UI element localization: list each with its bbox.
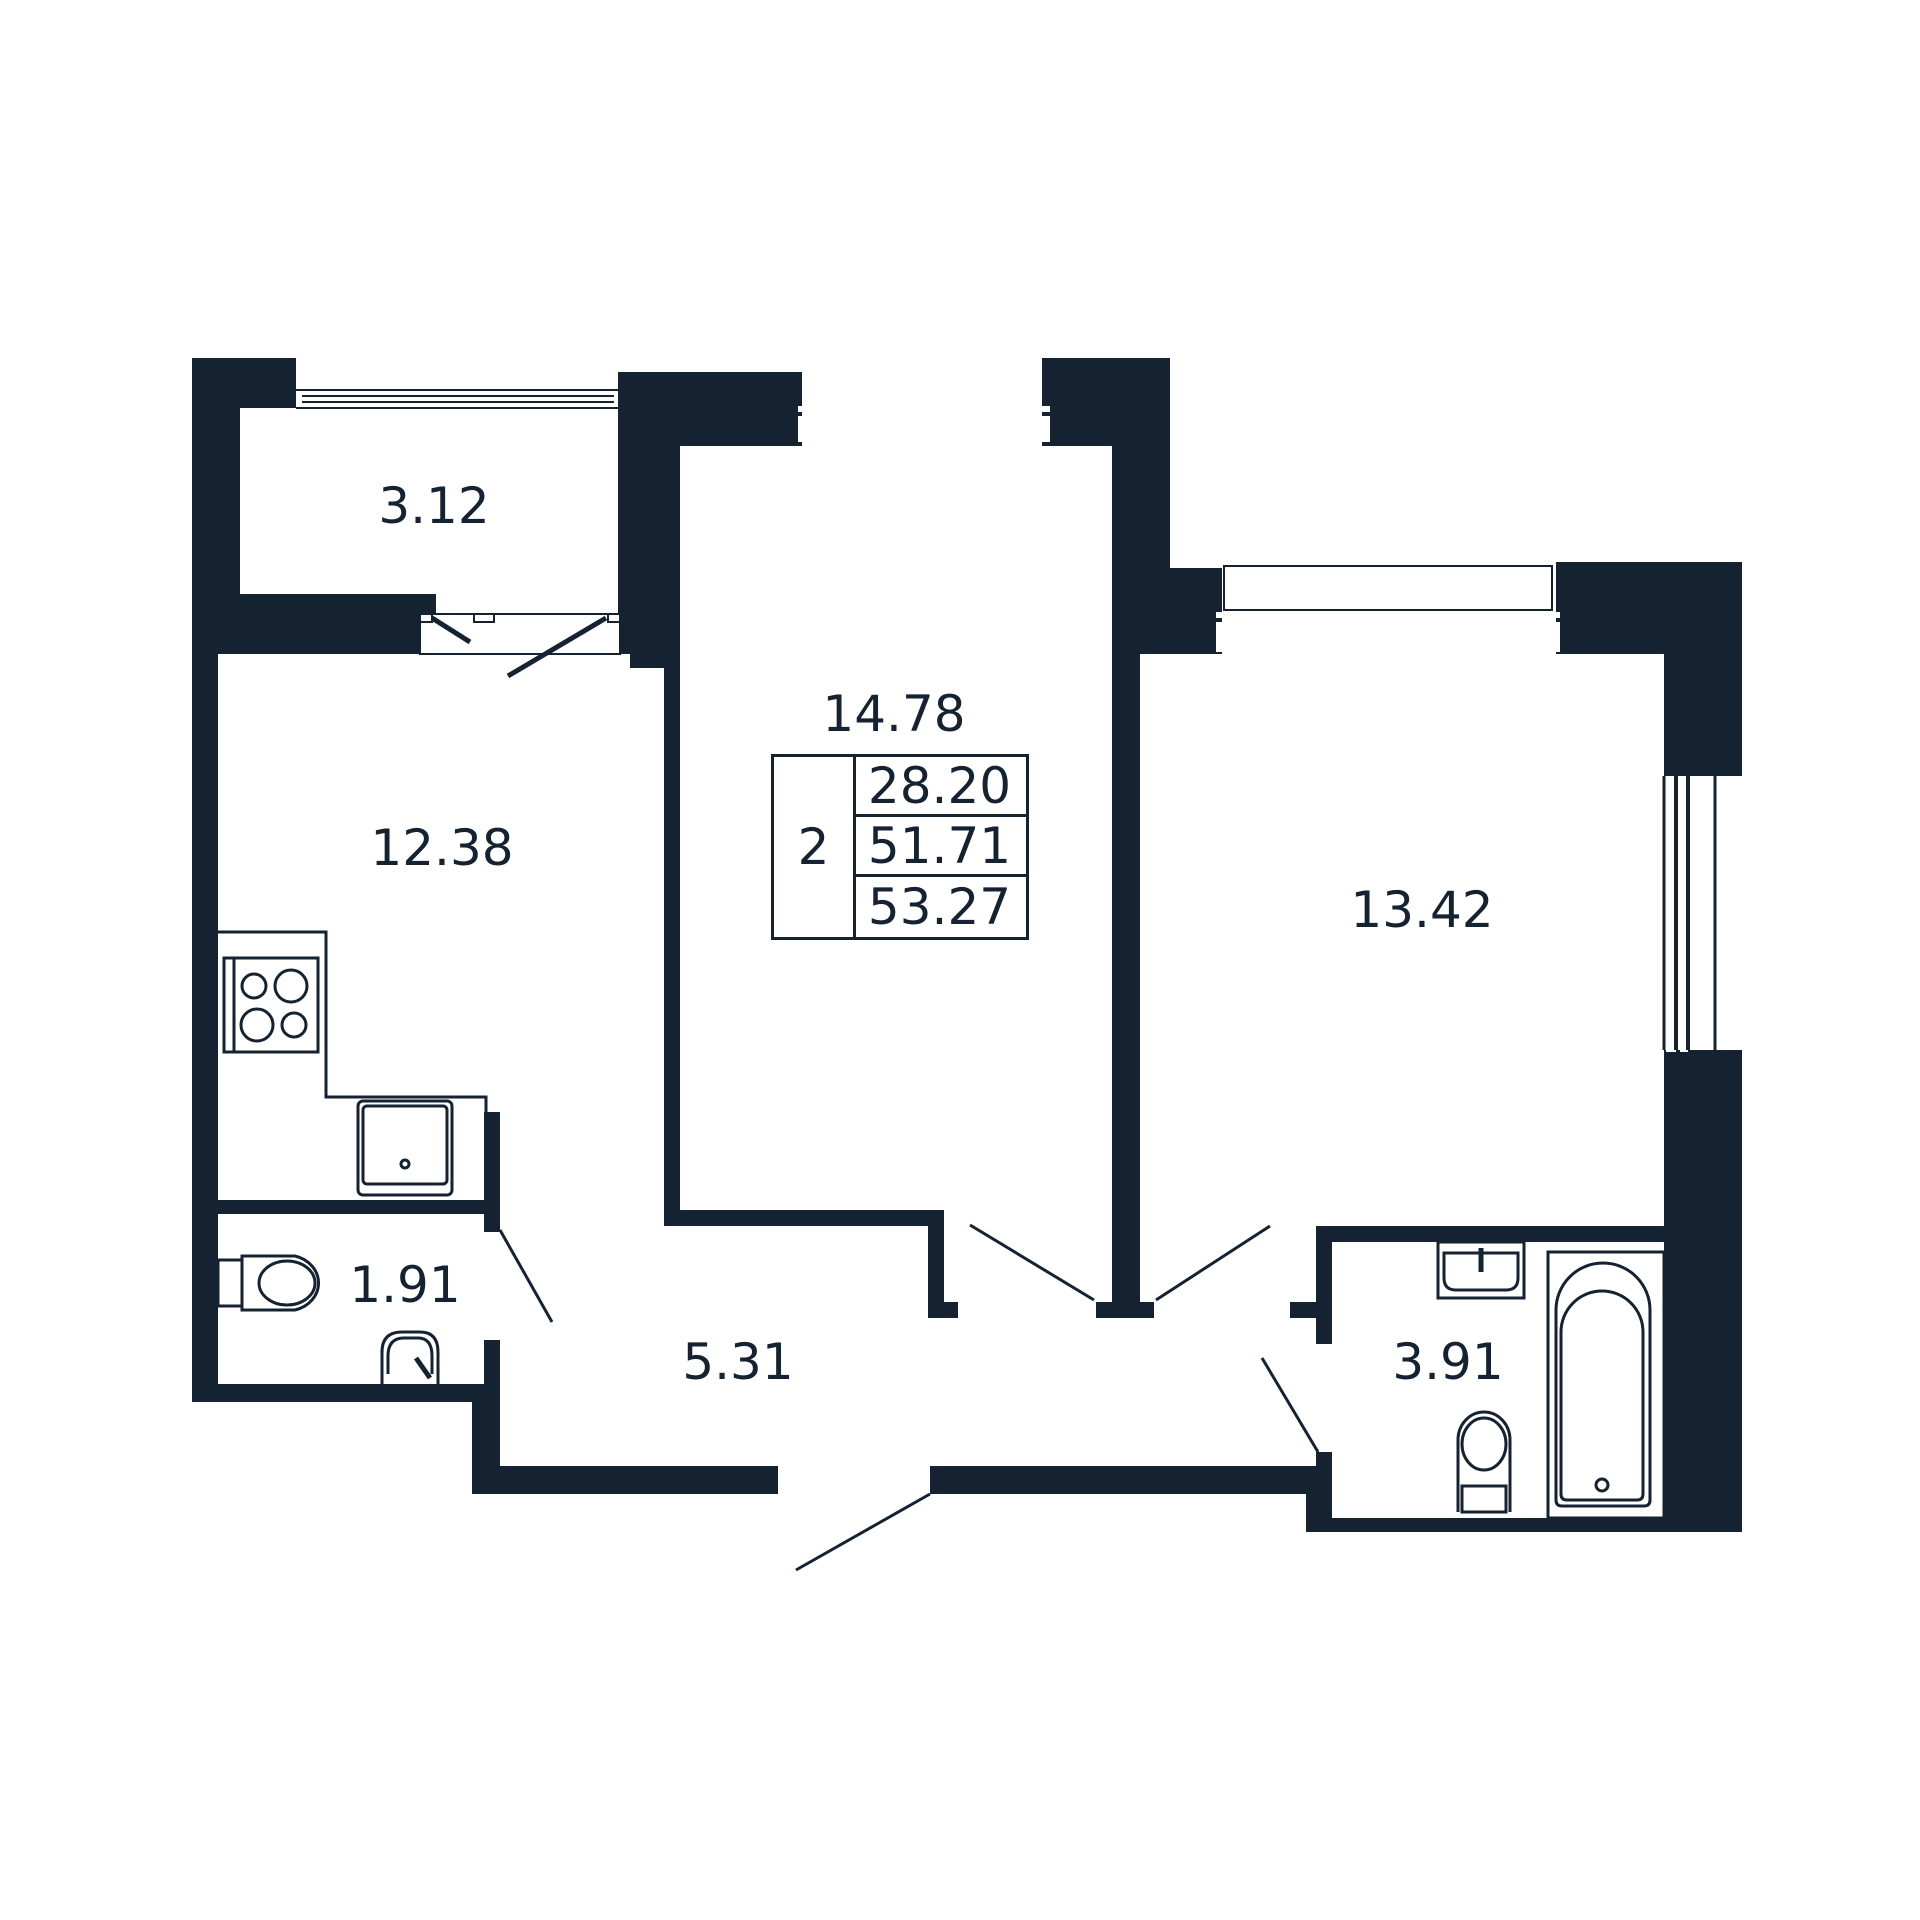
room-area-center-room: 14.78 [822, 685, 966, 743]
wc-fixtures [216, 1254, 440, 1384]
room-count: 2 [774, 757, 856, 937]
walls [192, 358, 1742, 1532]
bathroom-fixtures [1436, 1240, 1666, 1520]
windows [296, 374, 1742, 1052]
room-area-balcony: 3.12 [378, 477, 490, 535]
balcony-door [419, 613, 621, 679]
total-area-with-balcony: 53.27 [867, 878, 1012, 936]
room-area-hallway: 5.31 [682, 1333, 794, 1391]
apartment-summary-table: 2 28.20 51.71 53.27 [771, 754, 1029, 940]
room-area-bathroom: 3.91 [1392, 1333, 1504, 1391]
room-area-right-room: 13.42 [1350, 881, 1494, 939]
total-area: 51.71 [853, 817, 1026, 877]
room-area-kitchen: 12.38 [370, 819, 514, 877]
door-swings [498, 1223, 1320, 1572]
kitchen-fixtures [218, 930, 488, 1200]
room-area-wc: 1.91 [349, 1256, 461, 1314]
living-area: 28.20 [853, 757, 1026, 817]
